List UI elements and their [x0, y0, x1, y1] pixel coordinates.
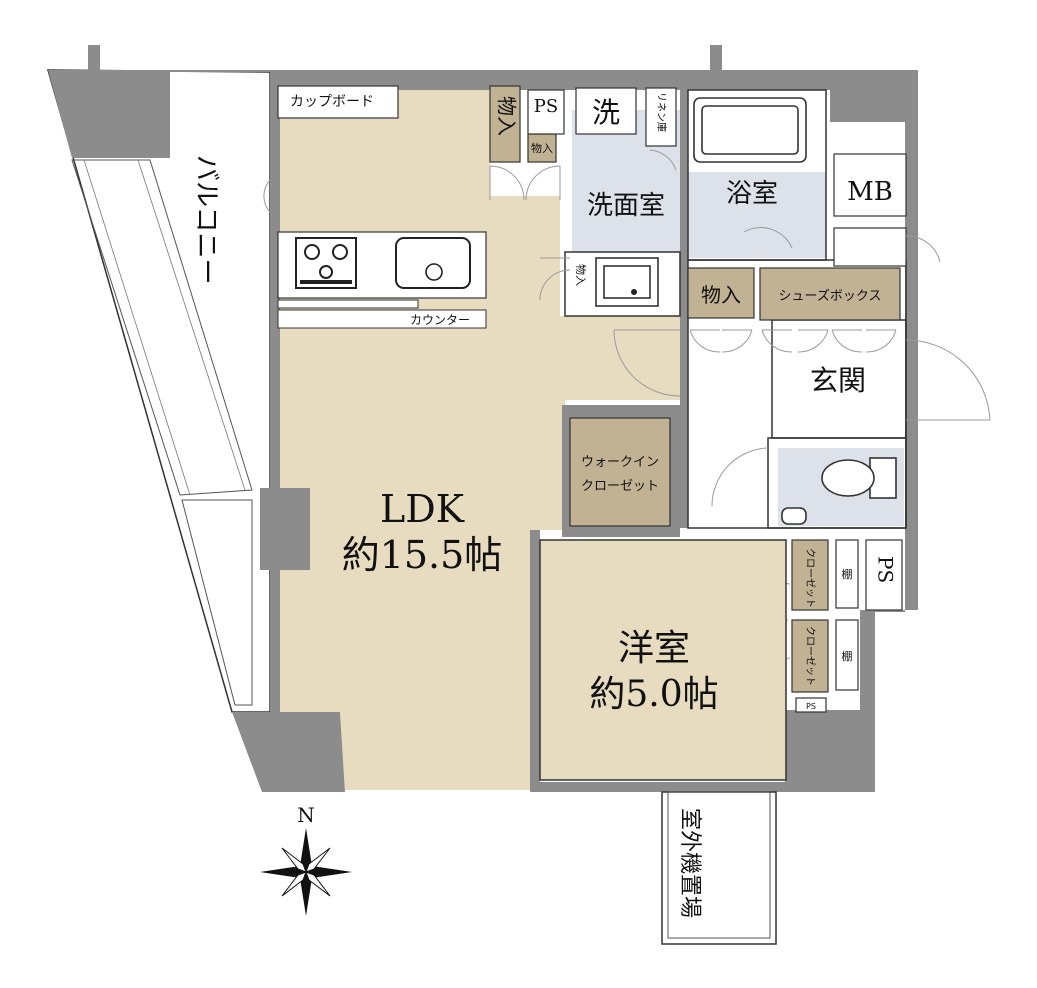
closet-1-label: クローゼット	[804, 548, 816, 608]
shelf-2-label: 棚	[842, 649, 853, 663]
bath-label: 浴室	[726, 179, 778, 209]
bedroom-name-label: 洋室	[618, 628, 690, 669]
ldk-name-label: LDK	[380, 487, 465, 531]
closet-small-label: 物入	[531, 141, 553, 155]
sink-icon	[395, 237, 471, 289]
bedroom	[539, 539, 787, 781]
washroom-label: 洗面室	[587, 191, 665, 221]
wash-basin-icon	[595, 257, 659, 307]
bedroom-size-label: 約5.0帖	[589, 674, 718, 715]
washer-label: 洗	[592, 96, 620, 129]
walkin-label-2: クローゼット	[581, 479, 659, 494]
ps-small-label: PS	[806, 702, 816, 711]
storage-units	[489, 85, 901, 693]
linen-label: リネン庫	[655, 92, 668, 132]
shelf-1-label: 棚	[842, 567, 853, 581]
ac-area	[661, 791, 777, 945]
toilet-icon	[781, 457, 897, 525]
closet-top-label: 物入	[495, 96, 519, 136]
ps-right-label: PS	[874, 556, 898, 583]
closet-2-label: クローゼット	[804, 626, 816, 686]
cupboard-label: カップボード	[290, 94, 374, 110]
mb-label: MB	[847, 177, 893, 207]
entrance-label: 玄関	[810, 364, 866, 397]
balcony-label: バルコニー	[191, 155, 221, 284]
balcony: バルコニー	[47, 69, 271, 713]
kitchen	[277, 231, 487, 329]
closet-entry-label: 物入	[701, 283, 741, 307]
white-boxes	[277, 85, 907, 713]
ps-top-label: PS	[534, 96, 558, 117]
bath-fixtures	[595, 97, 897, 525]
labels: LDK 約15.5帖 洋室 約5.0帖 洗面室 浴室 玄関 室外機置場 カップボ…	[290, 92, 898, 918]
ac-space-label: 室外機置場	[677, 808, 702, 918]
ldk-size-label: 約15.5帖	[342, 533, 503, 577]
compass: N	[260, 803, 352, 916]
north-label: N	[297, 803, 315, 827]
walkin-label-1: ウォークイン	[581, 455, 659, 470]
compass-rose-icon	[260, 828, 352, 916]
closet-side-label: 物入	[574, 264, 588, 286]
shoes-box-label: シューズボックス	[779, 288, 882, 304]
counter-label: カウンター	[410, 313, 470, 327]
stove-icon	[295, 237, 357, 289]
